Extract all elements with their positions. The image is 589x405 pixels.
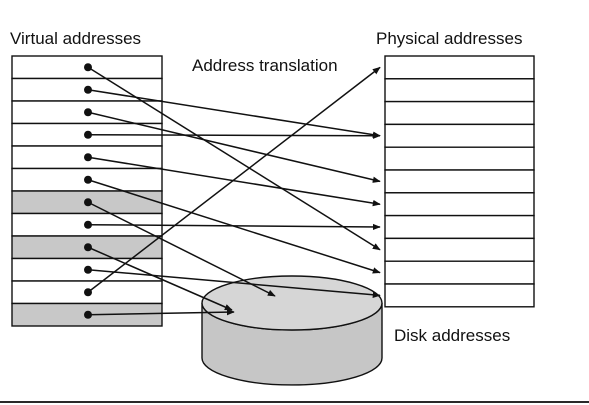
page-pointer-dot xyxy=(84,198,92,207)
page-pointer-dot xyxy=(84,108,92,117)
physical-frame-row xyxy=(384,123,535,148)
page-pointer-dot xyxy=(84,243,92,252)
physical-frame-row xyxy=(384,214,535,240)
disk-arrow xyxy=(87,246,233,311)
page-pointer-dot xyxy=(84,265,92,274)
virtual-addresses-label: Virtual addresses xyxy=(10,29,142,48)
physical-frame-row xyxy=(384,55,535,80)
page-pointer-dot xyxy=(84,288,92,297)
disk-arrow xyxy=(87,201,276,297)
bottom-divider xyxy=(0,401,589,403)
physical-frame-row xyxy=(384,146,535,171)
page-pointer-dot xyxy=(84,220,92,229)
physical-frame-row xyxy=(384,260,535,285)
physical-addresses-label: Physical addresses xyxy=(376,29,523,48)
physical-frame-row xyxy=(384,283,535,308)
page-pointer-dot xyxy=(84,153,92,162)
physical-frame-row xyxy=(384,78,535,103)
translation-arrow xyxy=(87,111,381,183)
translation-arrow xyxy=(87,66,381,293)
physical-frame-row xyxy=(384,237,535,262)
disk-addresses-label: Disk addresses xyxy=(394,326,511,345)
disk-group xyxy=(201,275,383,386)
translation-arrow xyxy=(87,89,381,138)
disk-arrow xyxy=(87,308,235,316)
page-pointer-dot xyxy=(84,85,92,94)
translation-arrow xyxy=(87,132,381,139)
dots-group xyxy=(84,63,92,319)
arrows-group xyxy=(87,66,381,316)
address-translation-label: Address translation xyxy=(192,56,338,75)
disk-cylinder-top xyxy=(201,275,383,331)
translation-arrow xyxy=(87,223,381,231)
page-pointer-dot xyxy=(84,63,92,72)
physical-frame-row xyxy=(384,169,535,194)
page-pointer-dot xyxy=(84,130,92,139)
page-pointer-dot xyxy=(84,175,92,184)
physical-frame-row xyxy=(384,100,535,126)
physical-frame-row xyxy=(384,192,535,217)
page-pointer-dot xyxy=(84,310,92,319)
translation-arrow xyxy=(87,269,381,298)
